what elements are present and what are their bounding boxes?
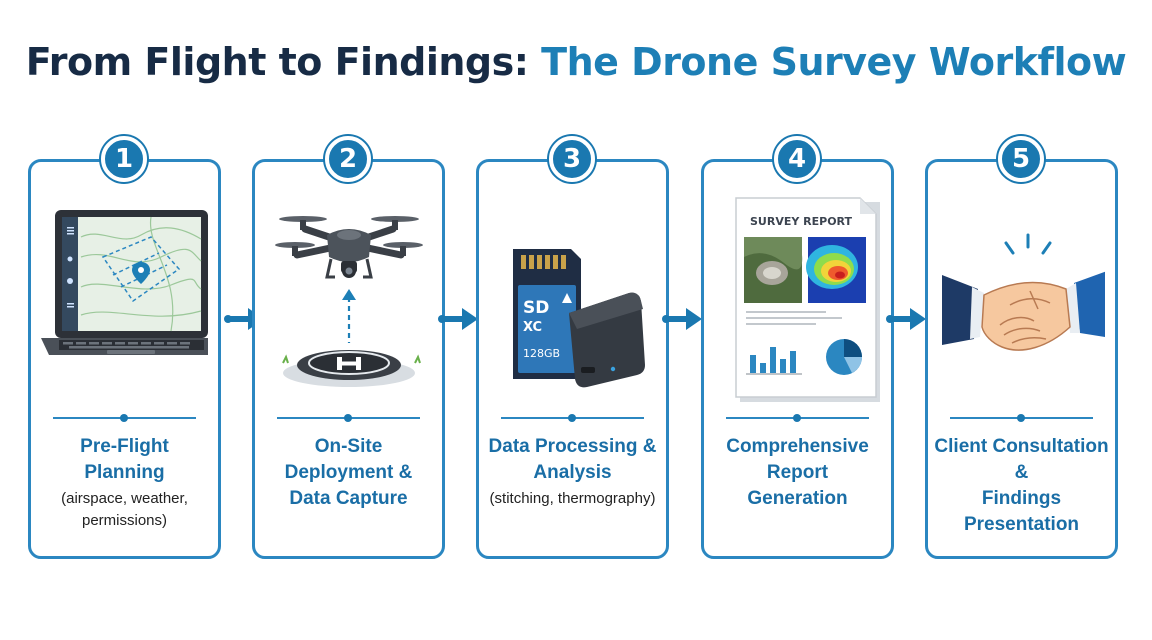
step-card-1: Pre-Flight Planning (airspace, weather, … <box>28 159 221 559</box>
step-number-badge: 5 <box>998 136 1044 182</box>
arrow-right-icon <box>662 308 702 330</box>
divider <box>950 413 1093 423</box>
step-label: On-Site Deployment & Data Capture <box>284 436 413 509</box>
step-label: Client Consultation & Findings Presentat… <box>934 436 1109 535</box>
step-number-badge: 2 <box>325 136 371 182</box>
laptop-map-icon <box>41 210 208 355</box>
divider <box>277 413 420 423</box>
handshake-icon <box>942 233 1105 351</box>
divider <box>501 413 644 423</box>
page-title: From Flight to Findings: The Drone Surve… <box>0 40 1152 84</box>
step-card-5: Client Consultation & Findings Presentat… <box>925 159 1118 559</box>
sd-brand-text: SD <box>523 298 549 318</box>
sd-type-text: XC <box>523 320 542 335</box>
title-part-dark: From Flight to Findings: <box>25 40 529 84</box>
drone-icon <box>275 216 423 387</box>
divider <box>726 413 869 423</box>
title-part-accent: The Drone Survey Workflow <box>541 40 1127 84</box>
arrow-right-icon <box>438 308 478 330</box>
step-label: Data Processing & Analysis <box>488 436 657 483</box>
step-label: Comprehensive Report Generation <box>726 436 869 509</box>
step-number-badge: 1 <box>101 136 147 182</box>
step-number-badge: 4 <box>774 136 820 182</box>
sd-capacity-text: 128GB <box>523 347 560 360</box>
report-heading: SURVEY REPORT <box>750 215 853 228</box>
step-label: Pre-Flight Planning <box>80 436 169 483</box>
step-number-badge: 3 <box>549 136 595 182</box>
divider <box>53 413 196 423</box>
report-document-icon: SURVEY REPORT <box>735 197 880 402</box>
step-card-4: SURVEY REPORT Comprehensive Report Gener… <box>701 159 894 559</box>
sd-card-icon: SD XC 128GB <box>513 249 645 388</box>
step-subtitle: (airspace, weather, permissions) <box>61 490 188 529</box>
arrow-right-icon <box>886 308 926 330</box>
step-subtitle: (stitching, thermography) <box>489 490 656 507</box>
step-card-2: On-Site Deployment & Data Capture <box>252 159 445 559</box>
step-card-3: SD XC 128GB Data Processing & Analysis (… <box>476 159 669 559</box>
